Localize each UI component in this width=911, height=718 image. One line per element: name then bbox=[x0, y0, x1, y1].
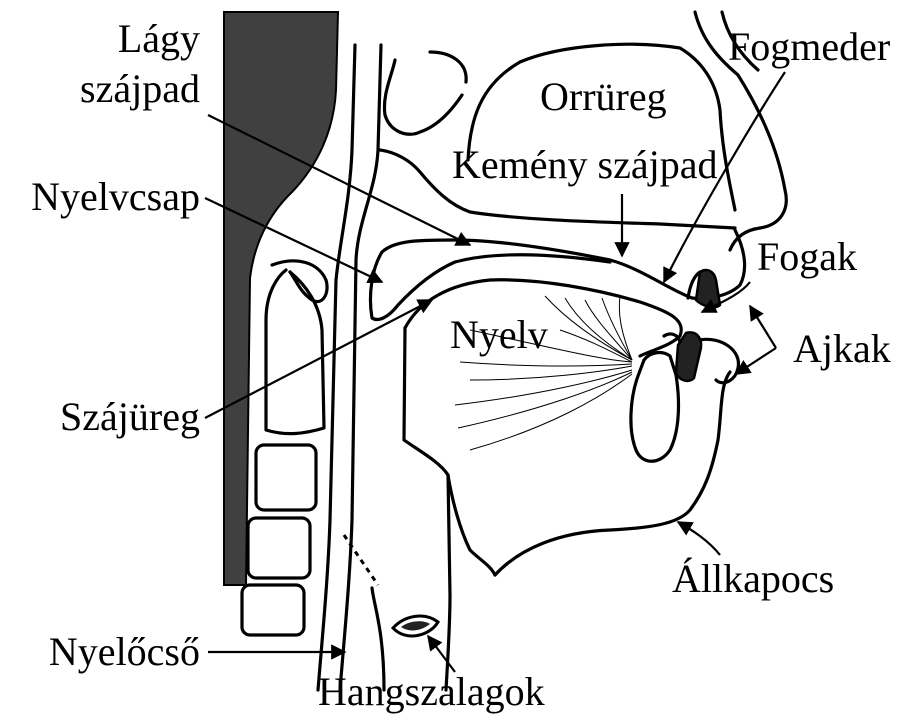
label-orrureg: Orrüreg bbox=[540, 74, 667, 119]
label-lagy-line2: szájpad bbox=[80, 66, 200, 111]
leader-allkapocs bbox=[678, 522, 720, 555]
label-kemeny-szajpad: Kemény szájpad bbox=[452, 142, 717, 187]
label-nyelv: Nyelv bbox=[450, 312, 548, 357]
label-allkapocs: Állkapocs bbox=[672, 556, 834, 601]
spine-dark-block bbox=[224, 12, 338, 585]
leader-ajkak-upper bbox=[750, 306, 776, 348]
label-nyelvcsap: Nyelvcsap bbox=[31, 174, 200, 219]
label-nyelocso: Nyelőcső bbox=[49, 629, 200, 674]
leader-hangszalagok bbox=[428, 636, 455, 672]
leader-ajkak-lower bbox=[736, 348, 776, 374]
label-fogmeder: Fogmeder bbox=[728, 24, 890, 69]
label-szajureg: Szájüreg bbox=[60, 394, 200, 439]
nasal-cavity bbox=[380, 44, 735, 228]
vocal-folds bbox=[344, 535, 438, 690]
label-lagy-line1: Lágy bbox=[118, 16, 200, 61]
upper-tooth bbox=[696, 270, 720, 307]
palate bbox=[370, 230, 744, 319]
label-hangszalagok: Hangszalagok bbox=[318, 669, 545, 714]
label-ajkak: Ajkak bbox=[793, 326, 891, 371]
vertebrae bbox=[242, 261, 327, 635]
label-fogak: Fogak bbox=[757, 234, 857, 279]
